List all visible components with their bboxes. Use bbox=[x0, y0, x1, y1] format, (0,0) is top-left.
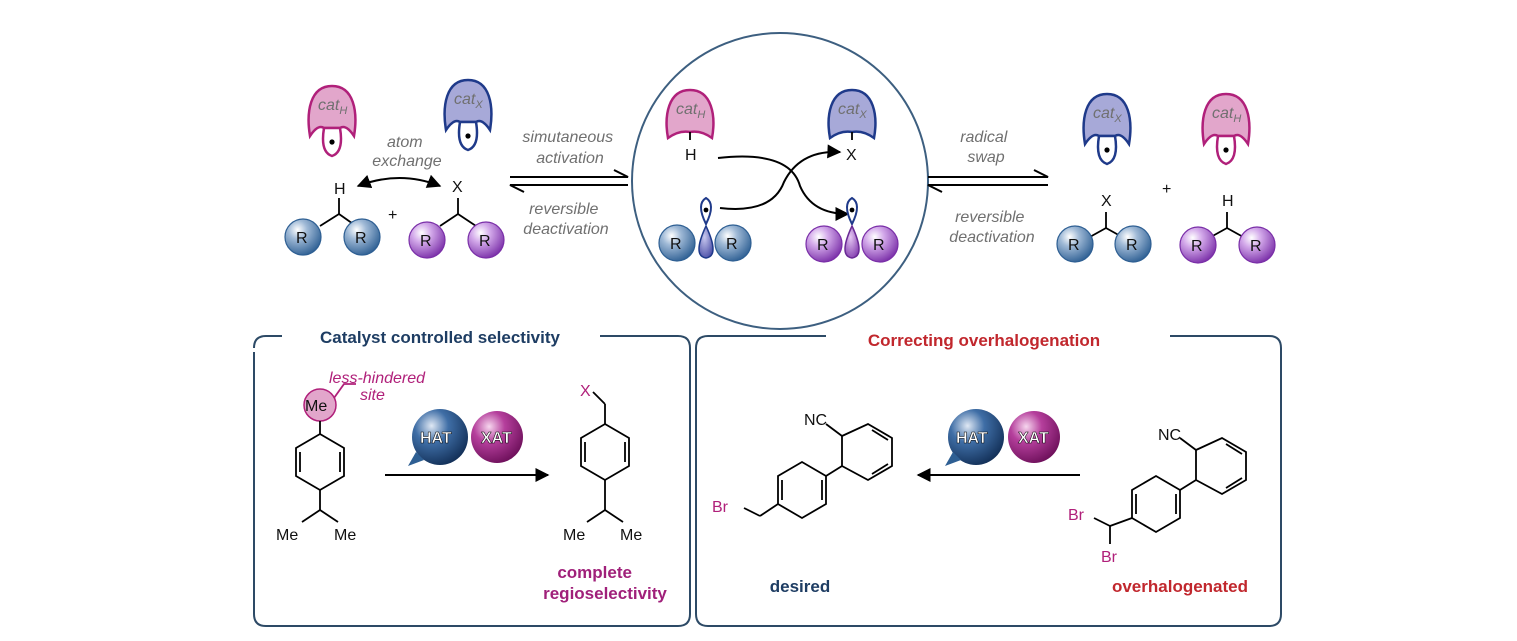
svg-text:Br: Br bbox=[1101, 549, 1118, 566]
hat-xat-right: HAT XAT bbox=[945, 409, 1060, 466]
cat-x-radical-right: catX bbox=[1082, 92, 1132, 166]
svg-text:catH: catH bbox=[676, 101, 705, 121]
svg-text:X: X bbox=[846, 147, 857, 164]
radical-purple-center: R R bbox=[805, 196, 899, 263]
svg-text:catX: catX bbox=[838, 101, 867, 121]
equilibrium-arrows-left bbox=[509, 169, 629, 193]
panel-right-title: Correcting overhalogenation bbox=[868, 331, 1100, 350]
desired-label: desired bbox=[770, 577, 830, 596]
svg-text:catX: catX bbox=[1093, 105, 1122, 125]
overhalogenated-biaryl: NC Br Br bbox=[1068, 427, 1247, 566]
svg-text:R: R bbox=[817, 237, 829, 254]
svg-text:H: H bbox=[334, 181, 346, 198]
hat-xat-left: HAT XAT bbox=[408, 409, 523, 466]
substrate-h-right: H R R bbox=[1179, 193, 1276, 264]
svg-text:Me: Me bbox=[276, 527, 298, 544]
reversible-deactivation-label-right: reversible deactivation bbox=[949, 209, 1034, 246]
atom-exchange-label: atom exchange bbox=[372, 134, 441, 170]
svg-text:R: R bbox=[726, 236, 738, 253]
reversible-deactivation-label-left: reversible deactivation bbox=[523, 201, 608, 238]
simultaneous-activation-label: simutaneous activation bbox=[522, 129, 617, 167]
svg-text:H: H bbox=[1222, 193, 1234, 210]
equilibrium-arrows-right bbox=[927, 169, 1049, 193]
svg-text:XAT: XAT bbox=[481, 430, 512, 447]
substrate-x-left: X R R bbox=[408, 179, 505, 259]
desired-biaryl: NC Br bbox=[712, 412, 893, 520]
svg-text:R: R bbox=[873, 237, 885, 254]
regioselectivity-label: complete regioselectivity bbox=[543, 563, 667, 603]
svg-text:R: R bbox=[670, 236, 682, 253]
svg-text:catH: catH bbox=[1212, 105, 1241, 125]
cat-x-center: catX X bbox=[827, 88, 877, 164]
atom-exchange-arrow bbox=[356, 174, 442, 189]
panel-left-title: Catalyst controlled selectivity bbox=[320, 328, 561, 347]
svg-text:Me: Me bbox=[305, 398, 327, 415]
svg-text:NC: NC bbox=[804, 412, 827, 429]
svg-text:Br: Br bbox=[712, 499, 729, 516]
svg-text:R: R bbox=[1250, 238, 1262, 255]
substrate-x-right: X R R bbox=[1056, 193, 1152, 263]
svg-text:R: R bbox=[1126, 237, 1138, 254]
transition-circle bbox=[631, 32, 929, 330]
substrate-h-left: H R R bbox=[284, 181, 381, 256]
svg-text:X: X bbox=[1101, 193, 1112, 210]
svg-text:R: R bbox=[1068, 237, 1080, 254]
svg-text:R: R bbox=[420, 233, 432, 250]
cat-h-label: catH bbox=[318, 97, 347, 117]
svg-text:HAT: HAT bbox=[956, 430, 988, 447]
svg-text:Me: Me bbox=[334, 527, 356, 544]
svg-text:NC: NC bbox=[1158, 427, 1181, 444]
cat-h-center: catH H bbox=[665, 88, 715, 164]
radical-swap-label: radical swap bbox=[960, 129, 1012, 166]
cat-x-radical-left: catX bbox=[443, 78, 493, 152]
svg-text:HAT: HAT bbox=[420, 430, 452, 447]
swap-arrow-h bbox=[717, 155, 850, 221]
svg-text:less-hindered site: less-hindered site bbox=[329, 370, 430, 404]
svg-text:Me: Me bbox=[563, 527, 585, 544]
svg-text:R: R bbox=[355, 230, 367, 247]
svg-text:X: X bbox=[580, 383, 591, 400]
plus-right: + bbox=[1162, 181, 1171, 198]
panel-overhalogenation: Correcting overhalogenation bbox=[695, 331, 1282, 627]
plus-left: + bbox=[388, 207, 397, 224]
svg-text:R: R bbox=[296, 230, 308, 247]
svg-text:X: X bbox=[452, 179, 463, 196]
radical-blue-center: R R bbox=[658, 196, 752, 262]
svg-text:H: H bbox=[685, 147, 697, 164]
overhalogenated-label: overhalogenated bbox=[1112, 577, 1248, 596]
svg-text:R: R bbox=[1191, 238, 1203, 255]
cat-x-label: catX bbox=[454, 91, 483, 111]
panel-catalyst-selectivity: Catalyst controlled selectivity bbox=[253, 328, 691, 627]
cymene-product: X Me Me bbox=[563, 383, 642, 544]
svg-text:R: R bbox=[479, 233, 491, 250]
swap-arrow-x bbox=[719, 144, 842, 210]
svg-text:Me: Me bbox=[620, 527, 642, 544]
cat-h-radical-left: catH bbox=[307, 84, 357, 158]
svg-text:XAT: XAT bbox=[1018, 430, 1049, 447]
cymene-start: Me less-hindered site Me Me bbox=[276, 370, 430, 544]
cat-h-radical-right: catH bbox=[1201, 92, 1251, 166]
svg-text:Br: Br bbox=[1068, 507, 1085, 524]
